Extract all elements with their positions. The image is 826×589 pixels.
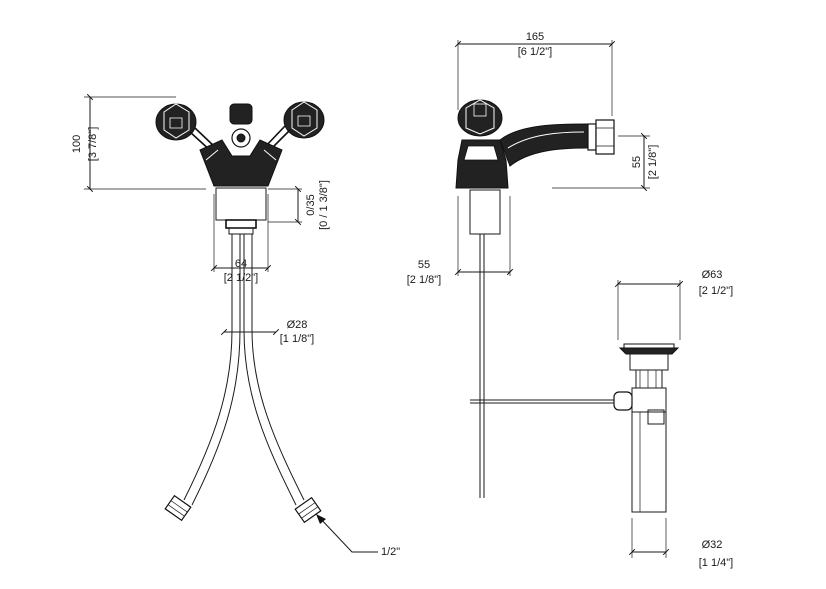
drain-flange — [618, 347, 680, 355]
drain-bot-mm-label: Ø32 — [702, 539, 723, 551]
height-mm-label: 100 — [71, 135, 83, 153]
length-in-label: [6 1/2"] — [518, 46, 552, 58]
hole-in-label: [1 1/8"] — [280, 333, 314, 345]
left-handle-icon — [155, 103, 217, 153]
drain-top-mm-label: Ø63 — [702, 269, 723, 281]
deck-mm-label: 0/35 — [305, 194, 317, 215]
height-in-label: [3 7/8"] — [87, 127, 99, 161]
deck-in-label: [0 / 1 3/8"] — [318, 180, 330, 230]
connector-label: 1/2" — [381, 546, 400, 558]
side-view: 165 [6 1/2"] 55 [2 1/8"] 55 [2 1/8"] — [407, 31, 659, 498]
front-view: 100 [3 7/8"] 0/35 [0 / 1 3/8"] 64 [2 1/2… — [71, 93, 400, 558]
hole-mm-label: Ø28 — [287, 319, 308, 331]
right-handle-icon — [263, 101, 325, 153]
base-in-label: [2 1/8"] — [407, 274, 441, 286]
aerator — [595, 119, 615, 155]
length-mm-label: 165 — [526, 31, 544, 43]
base-mm-label: 55 — [418, 259, 430, 271]
drain-bot-in-label: [1 1/4"] — [699, 557, 733, 569]
tailpiece — [631, 411, 667, 513]
faucet-body — [199, 139, 283, 187]
center-mm-label: 64 — [235, 258, 247, 270]
supply-hoses — [164, 234, 322, 524]
center-spout-icon — [229, 103, 253, 148]
drain-assembly: Ø63 [2 1/2"] Ø32 [1 1/4"] — [470, 269, 733, 569]
side-handle-icon — [457, 99, 503, 137]
spout-h-in-label: [2 1/8"] — [647, 145, 659, 179]
spout-h-mm-label: 55 — [631, 156, 643, 168]
center-in-label: [2 1/2"] — [224, 272, 258, 284]
deck-mount — [215, 187, 267, 221]
drain-top-in-label: [2 1/2"] — [699, 285, 733, 297]
